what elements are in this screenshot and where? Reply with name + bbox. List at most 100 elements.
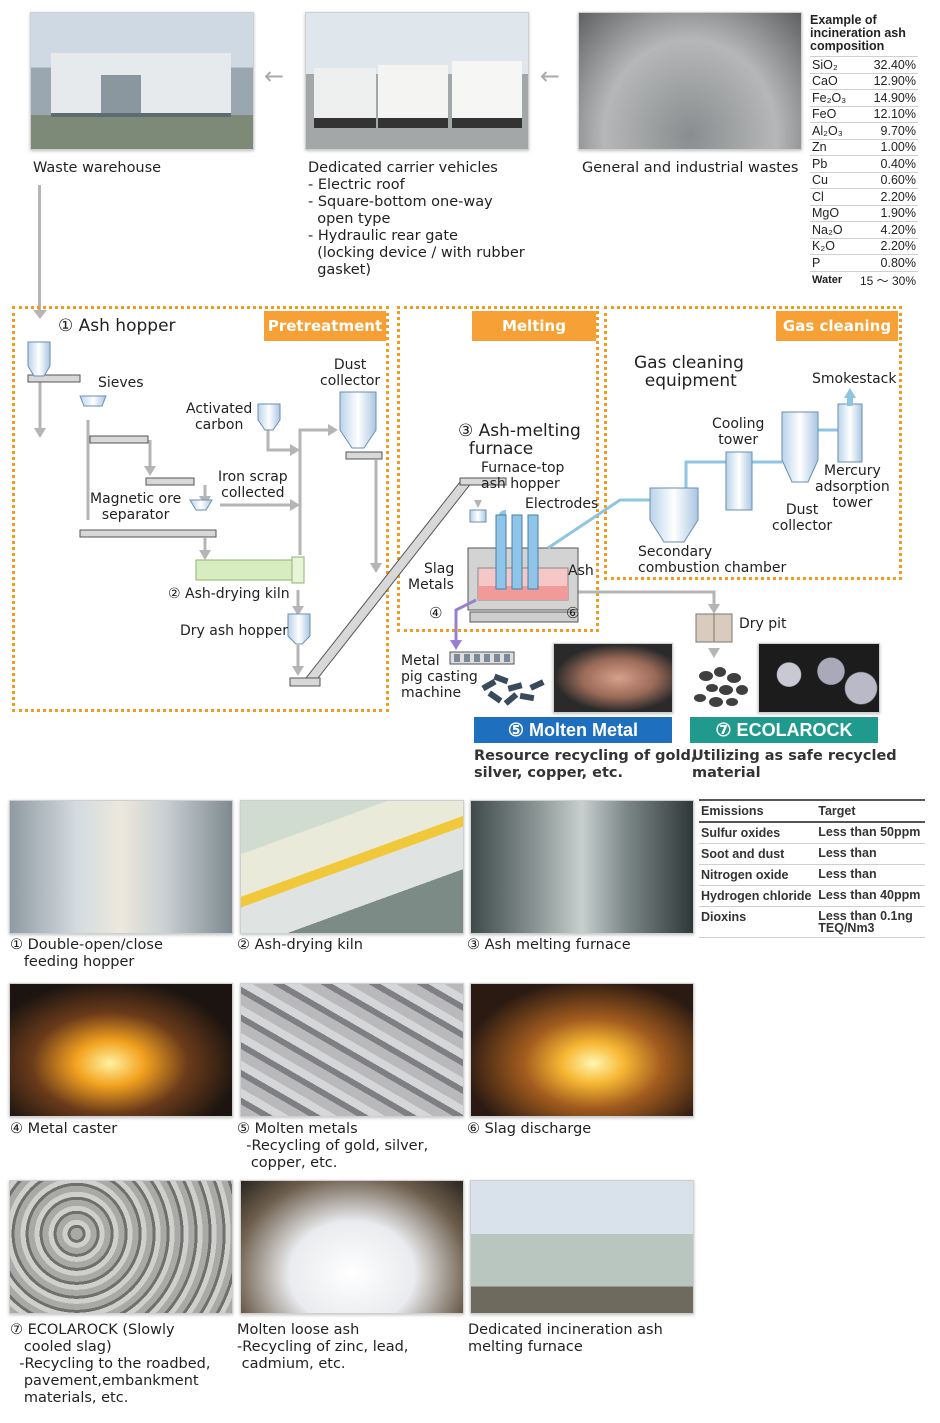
composition-value: 0.80% <box>852 254 918 271</box>
melting-tag: Melting <box>472 311 596 341</box>
photo-5-caption: ⑤ Molten metals -Recycling of gold, silv… <box>237 1121 429 1171</box>
target-header: Target <box>816 799 925 823</box>
slag-discharge-photo <box>470 983 694 1117</box>
incineration-furnace-photo <box>470 1180 694 1314</box>
arrow-left-icon: ← <box>540 62 561 90</box>
composition-compound: Cl <box>810 188 853 205</box>
connector-line <box>38 185 41 313</box>
composition-value: 9.70% <box>852 122 918 139</box>
gas-cleaning-box <box>604 306 902 580</box>
composition-value: 32.40% <box>852 56 918 73</box>
molten-metal-photo <box>553 643 673 713</box>
photo-3-caption: ③ Ash melting furnace <box>467 937 631 953</box>
composition-title: Example of incineration ash composition <box>810 13 906 53</box>
composition-compound: CaO <box>810 72 853 90</box>
gas-cleaning-tag: Gas cleaning <box>776 311 898 341</box>
photo-8-caption: Molten loose ash -Recycling of zinc, lea… <box>237 1322 409 1372</box>
vehicles-caption: Dedicated carrier vehicles - Electric ro… <box>308 160 525 278</box>
kiln-photo <box>240 800 464 934</box>
ash-label: Ash <box>568 563 594 579</box>
photo-6-caption: ⑥ Slag discharge <box>467 1121 592 1137</box>
sieves-label: Sieves <box>98 375 144 391</box>
wastes-caption: General and industrial wastes <box>582 160 799 176</box>
composition-value: 2.20% <box>852 188 918 205</box>
composition-compound: Na₂O <box>810 221 853 238</box>
emission-target: Less than 40ppm <box>816 885 925 907</box>
composition-value: 0.60% <box>852 171 918 189</box>
photo-7-caption: ⑦ ECOLAROCK (Slowly cooled slag) -Recycl… <box>10 1322 211 1406</box>
molten-metal-band: ⑤ Molten Metal <box>474 717 672 743</box>
dust-collector-label: Dust collector <box>320 357 381 389</box>
secondary-chamber-label: Secondary combustion chamber <box>638 544 787 576</box>
composition-compound: Cu <box>810 171 853 189</box>
wastes-photo <box>578 12 802 150</box>
warehouse-photo <box>30 12 254 150</box>
emission-name: Dioxins <box>699 906 817 938</box>
composition-value: 0.40% <box>852 155 918 172</box>
ecolarock-slag-photo <box>9 1180 233 1314</box>
photo-1-caption: ① Double-open/close feeding hopper <box>10 937 163 970</box>
iron-scrap-label: Iron scrap collected <box>218 469 288 501</box>
photo-9-caption: Dedicated incineration ash melting furna… <box>468 1322 663 1355</box>
pig-casting-label: Metal pig casting machine <box>401 653 478 701</box>
emission-target: Less than 50ppm <box>816 822 925 844</box>
gas-cleaning-equipment-label: Gas cleaning equipment <box>634 353 744 391</box>
composition-table: Example of incineration ash composition … <box>810 14 920 289</box>
composition-value: 12.10% <box>852 105 918 123</box>
pretreatment-tag: Pretreatment <box>264 311 386 341</box>
emission-target: Less than <box>816 864 925 886</box>
composition-value: 15 ～ 30% <box>852 270 918 289</box>
step-4-label: ④ <box>429 604 443 622</box>
dust-collector-2-label: Dust collector <box>772 502 833 534</box>
composition-compound: MgO <box>810 204 853 222</box>
arrow-left-icon: ← <box>264 62 285 90</box>
furnace-top-hopper-label: Furnace-top ash hopper <box>481 460 565 492</box>
composition-compound: SiO₂ <box>810 56 853 73</box>
dry-pit-label: Dry pit <box>739 616 787 632</box>
emission-name: Hydrogen chloride <box>699 885 817 907</box>
emission-name: Sulfur oxides <box>699 822 817 844</box>
molten-metal-desc: Resource recycling of gold, silver, copp… <box>474 748 697 781</box>
step-6-label: ⑥ <box>566 604 580 622</box>
vehicles-photo <box>305 12 529 150</box>
composition-value: 12.90% <box>852 72 918 90</box>
molten-loose-ash-photo <box>240 1180 464 1314</box>
activated-carbon-label: Activated carbon <box>186 401 253 433</box>
photo-2-caption: ② Ash-drying kiln <box>237 937 363 953</box>
feeding-hopper-photo <box>9 800 233 934</box>
process-flow-diagram <box>27 341 863 707</box>
composition-compound: FeO <box>810 105 853 123</box>
pretreatment-box <box>12 306 389 712</box>
mercury-tower-label: Mercury adsorption tower <box>815 463 890 511</box>
ecolarock-photo <box>758 643 880 713</box>
composition-value: 2.20% <box>852 237 918 255</box>
dry-ash-hopper-label: Dry ash hopper <box>180 623 289 639</box>
emission-target: Less than 0.1ng TEQ/Nm3 <box>816 906 925 938</box>
composition-compound: Fe₂O₃ <box>810 89 853 106</box>
warehouse-caption: Waste warehouse <box>33 160 162 176</box>
smokestack-label: Smokestack <box>812 371 897 387</box>
magnetic-separator-label: Magnetic ore separator <box>90 491 182 523</box>
arrow-down-icon <box>33 310 47 319</box>
composition-value: 1.00% <box>852 138 918 156</box>
ash-hopper-label: ① Ash hopper <box>58 316 176 336</box>
kiln-label: ② Ash-drying kiln <box>168 586 290 602</box>
emission-name: Nitrogen oxide <box>699 864 817 886</box>
